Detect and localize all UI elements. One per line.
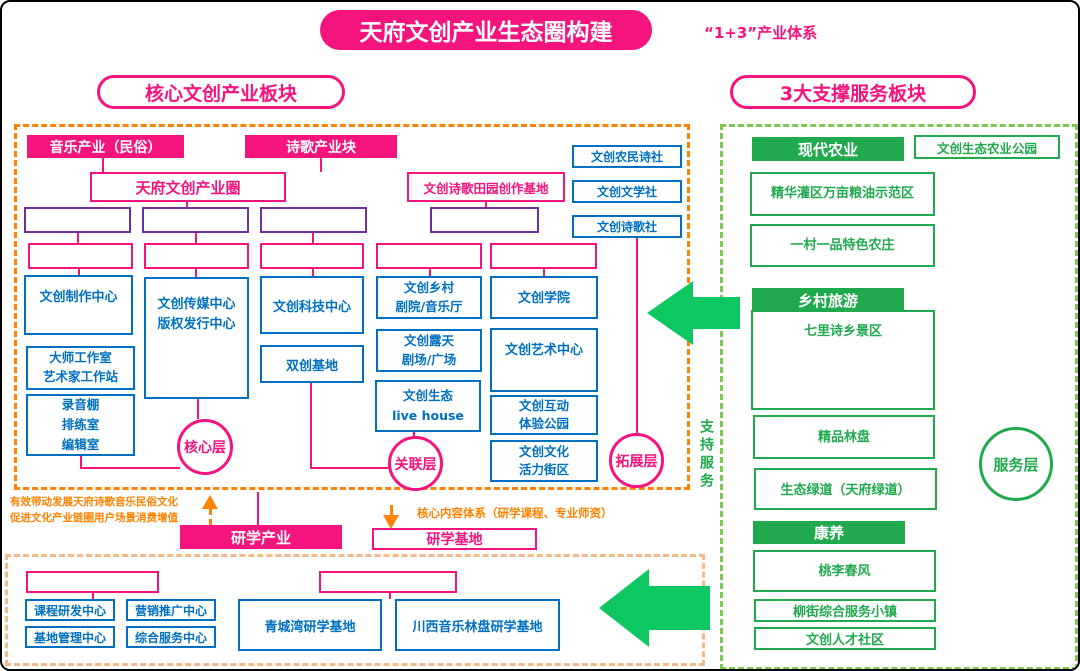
connector — [413, 432, 415, 437]
connector — [429, 269, 431, 277]
placeholder-pink-5 — [490, 243, 597, 269]
connector — [389, 593, 391, 599]
connector — [485, 202, 487, 208]
right-section-header: 3大支撑服务板块 — [730, 75, 976, 109]
support-service-label: 支持服务 — [698, 419, 714, 491]
arrow-tail — [389, 505, 393, 515]
society-box-literature: 文创文学社 — [572, 180, 682, 203]
placeholder-purple-2 — [142, 207, 249, 233]
talent-community-box: 文创人才社区 — [754, 627, 936, 650]
tech-center-box: 文创科技中心 — [260, 276, 364, 334]
connector — [312, 269, 314, 277]
connector — [78, 269, 80, 277]
placeholder-pink-2 — [144, 243, 249, 269]
connector — [310, 467, 390, 469]
production-center-box: 文创制作中心 — [24, 275, 133, 335]
left-section-header: 核心文创产业板块 — [97, 75, 345, 109]
arrow-head-icon — [383, 515, 399, 529]
placeholder-purple-4 — [430, 207, 539, 233]
related-layer-circle: 关联层 — [388, 436, 443, 491]
society-box-poetry: 文创诗歌社 — [572, 215, 682, 238]
connector — [320, 157, 322, 172]
extended-layer-circle: 拓展层 — [609, 433, 664, 488]
base-management-center-box: 基地管理中心 — [25, 626, 115, 648]
connector — [102, 157, 104, 172]
openair-plaza-box: 文创露天 剧场/广场 — [376, 329, 482, 372]
connector — [77, 233, 79, 243]
eco-agriculture-park-box: 文创生态农业公园 — [914, 135, 1060, 159]
green-arrow-upper — [647, 281, 740, 345]
connector — [186, 202, 188, 208]
annotation-left: 有效带动发展天府诗歌音乐民俗文化 促进文化产业链圈用户场景消费增值 — [10, 495, 182, 527]
music-industry-label: 音乐产业（民俗） — [27, 135, 184, 158]
media-center-box: 文创传媒中心 版权发行中心 — [144, 277, 249, 399]
system-label: “1+3”产业体系 — [704, 24, 818, 42]
connector — [257, 492, 259, 525]
placeholder-purple-3 — [260, 207, 367, 233]
curriculum-center-box: 课程研发中心 — [25, 599, 115, 621]
connector — [92, 593, 94, 599]
arrow-body — [692, 297, 740, 329]
art-center-box: 文创艺术中心 — [490, 328, 598, 392]
arrow-body — [648, 586, 710, 630]
poetry-industry-label: 诗歌产业块 — [245, 135, 397, 158]
liujie-service-town-box: 柳街综合服务小镇 — [754, 599, 936, 622]
qingchengwan-base-box: 青城湾研学基地 — [238, 599, 382, 651]
village-farm-box: 一村一品特色农庄 — [750, 224, 935, 267]
livehouse-box: 文创生态 live house — [375, 380, 481, 432]
service-layer-circle: 服务层 — [979, 427, 1053, 501]
placeholder-pink-study-2 — [319, 571, 457, 593]
culture-block-box: 文创文化 活力街区 — [490, 440, 598, 482]
academy-box: 文创学院 — [490, 276, 598, 319]
placeholder-pink-1 — [28, 243, 133, 269]
support-block-border — [720, 124, 1078, 669]
connector — [80, 456, 82, 469]
annotation-right: 核心内容体系（研学课程、专业师资） — [417, 506, 613, 520]
green-arrow-lower — [599, 569, 712, 647]
section-header-wellness: 康养 — [753, 521, 905, 544]
master-studio-box: 大师工作室 艺术家工作站 — [26, 346, 135, 390]
connector — [312, 233, 314, 243]
annotation-left-line1: 有效带动发展天府诗歌音乐民俗文化 — [10, 496, 178, 508]
placeholder-pink-4 — [376, 243, 482, 269]
core-layer-circle: 核心层 — [177, 419, 233, 475]
greenway-box: 生态绿道（天府绿道） — [754, 468, 937, 510]
chuanxi-music-base-box: 川西音乐林盘研学基地 — [395, 599, 560, 651]
placeholder-pink-study-1 — [26, 571, 159, 593]
section-header-tourism: 乡村旅游 — [752, 288, 904, 312]
society-box-farmer-poetry: 文创农民诗社 — [572, 145, 682, 168]
placeholder-purple-1 — [24, 207, 131, 233]
annotation-left-line2: 促进文化产业链圈用户场景消费增值 — [10, 511, 178, 524]
marketing-center-box: 营销推广中心 — [126, 599, 216, 621]
page-title: 天府文创产业生态圈构建 — [320, 10, 652, 50]
arrow-head-icon — [202, 495, 218, 509]
recording-studio-box: 录音棚 排练室 编辑室 — [26, 394, 135, 456]
taoli-chunfeng-box: 桃李春风 — [753, 550, 936, 592]
interactive-park-box: 文创互动 体验公园 — [490, 395, 598, 435]
service-center-box: 综合服务中心 — [126, 626, 216, 648]
connector — [543, 265, 545, 277]
arrow-head-icon — [647, 281, 693, 345]
connector — [310, 383, 312, 469]
dual-innovation-base-box: 双创基地 — [260, 345, 364, 383]
connector — [195, 269, 197, 279]
study-base-box: 研学基地 — [372, 528, 537, 550]
study-industry-box: 研学产业 — [180, 525, 342, 549]
irrigation-demo-zone-box: 精华灌区万亩粮油示范区 — [750, 172, 935, 216]
tianfu-circle-box: 天府文创产业圈 — [90, 172, 286, 202]
arrow-head-icon — [599, 569, 649, 647]
poetry-base-box: 文创诗歌田园创作基地 — [407, 172, 565, 202]
connector — [80, 467, 180, 469]
connector — [197, 399, 199, 419]
section-header-agriculture: 现代农业 — [752, 137, 904, 161]
connector — [195, 233, 197, 243]
placeholder-pink-3 — [260, 243, 364, 269]
connector — [636, 238, 638, 434]
qili-poetry-area-box: 七里诗乡景区 — [751, 310, 935, 410]
village-theater-box: 文创乡村 剧院/音乐厅 — [376, 276, 482, 319]
arrow-tail — [208, 509, 212, 525]
boutique-linpan-box: 精品林盘 — [753, 415, 935, 459]
